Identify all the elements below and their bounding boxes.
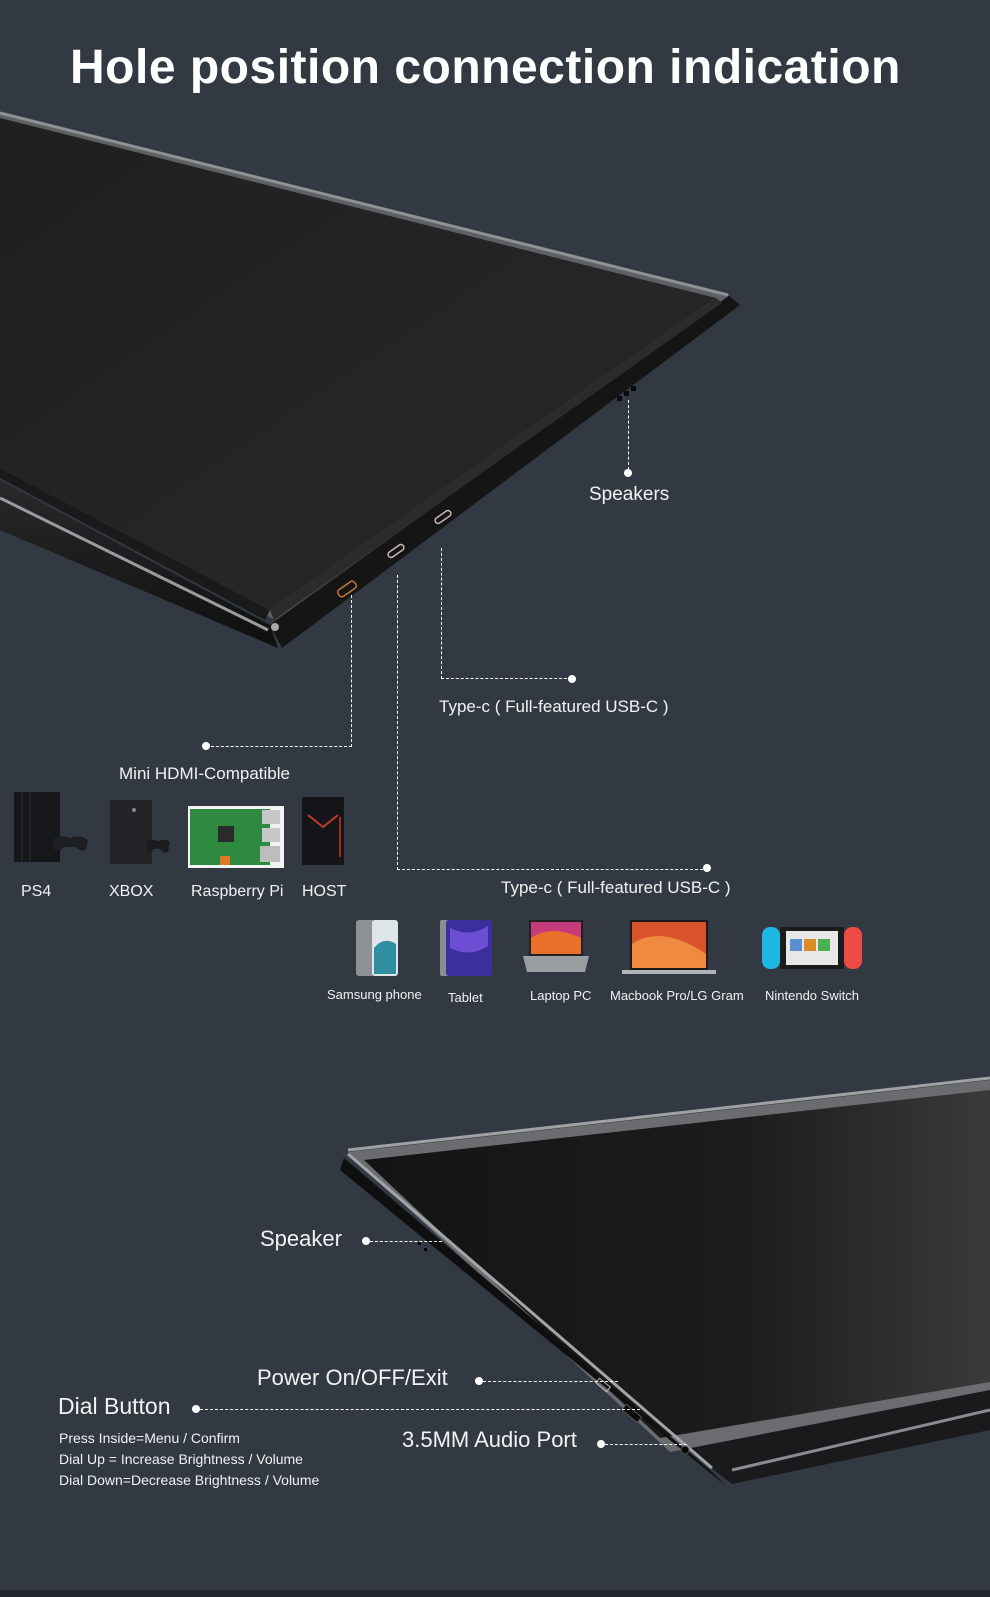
dial-button-dot xyxy=(192,1405,200,1413)
speaker-dot xyxy=(362,1237,370,1245)
top-monitor-image xyxy=(0,111,740,648)
mini-hdmi-leader-line xyxy=(206,595,352,747)
speaker-grill-icon xyxy=(617,386,636,401)
typec-1-dot xyxy=(568,675,576,683)
ps4-console-icon xyxy=(14,792,88,862)
speakers-label: Speakers xyxy=(589,484,670,505)
bottom-monitor-image xyxy=(340,1076,990,1486)
mini-hdmi-port-icon xyxy=(336,580,358,598)
dial-button-label: Dial Button xyxy=(58,1393,171,1419)
macbook-icon xyxy=(622,920,716,974)
hdmi-device-label: HOST xyxy=(302,883,347,900)
dial-button-leader-line xyxy=(200,1409,640,1410)
typec-2-leader-line xyxy=(397,575,708,870)
typec-port-1-icon xyxy=(434,509,452,525)
typec-1-label: Type-c ( Full-featured USB-C ) xyxy=(439,697,669,716)
hdmi-device-label: XBOX xyxy=(109,883,154,900)
bottom-edge-bar xyxy=(0,1590,990,1597)
typec-2-label: Type-c ( Full-featured USB-C ) xyxy=(501,878,731,897)
power-dot xyxy=(475,1377,483,1385)
speaker-leader-line xyxy=(370,1241,442,1242)
usbc-device-label: Macbook Pro/LG Gram xyxy=(610,988,744,1003)
smartphone-icon xyxy=(356,920,398,976)
typec-2-dot xyxy=(703,864,711,872)
mini-hdmi-dot xyxy=(202,742,210,750)
power-label: Power On/OFF/Exit xyxy=(257,1365,448,1390)
speaker-label: Speaker xyxy=(260,1226,342,1251)
audio-port-leader-line xyxy=(605,1444,687,1445)
usbc-device-label: Laptop PC xyxy=(530,988,592,1003)
hdmi-device-label: PS4 xyxy=(21,883,52,900)
xbox-console-icon xyxy=(110,800,170,864)
typec-port-2-icon xyxy=(387,543,405,559)
power-button-icon xyxy=(595,1377,611,1393)
dial-button-icon xyxy=(621,1403,643,1424)
usbc-device-label: Nintendo Switch xyxy=(765,988,859,1003)
dial-instruction: Dial Down=Decrease Brightness / Volume xyxy=(59,1472,320,1488)
audio-port-label: 3.5MM Audio Port xyxy=(402,1427,577,1452)
nintendo-switch-icon xyxy=(762,927,862,969)
hdmi-device-label: Raspberry Pi xyxy=(191,883,284,900)
usbc-device-label: Samsung phone xyxy=(327,987,422,1002)
power-leader-line xyxy=(483,1381,618,1382)
page-title: Hole position connection indication xyxy=(70,41,901,94)
raspberry-pi-board-icon xyxy=(188,806,284,868)
speaker-grill-icon xyxy=(418,1242,427,1251)
speakers-dot xyxy=(624,469,632,477)
tablet-icon xyxy=(440,920,492,976)
desktop-tower-icon xyxy=(302,797,344,865)
speakers-leader-line xyxy=(628,400,629,470)
laptop-icon xyxy=(523,920,589,972)
audio-port-dot xyxy=(597,1440,605,1448)
audio-jack-icon xyxy=(680,1445,690,1455)
mini-hdmi-label: Mini HDMI-Compatible xyxy=(119,764,290,783)
usbc-device-label: Tablet xyxy=(448,990,483,1005)
dial-instruction: Dial Up = Increase Brightness / Volume xyxy=(59,1451,303,1467)
typec-1-leader-line xyxy=(441,548,572,679)
dial-instruction: Press Inside=Menu / Confirm xyxy=(59,1430,240,1446)
